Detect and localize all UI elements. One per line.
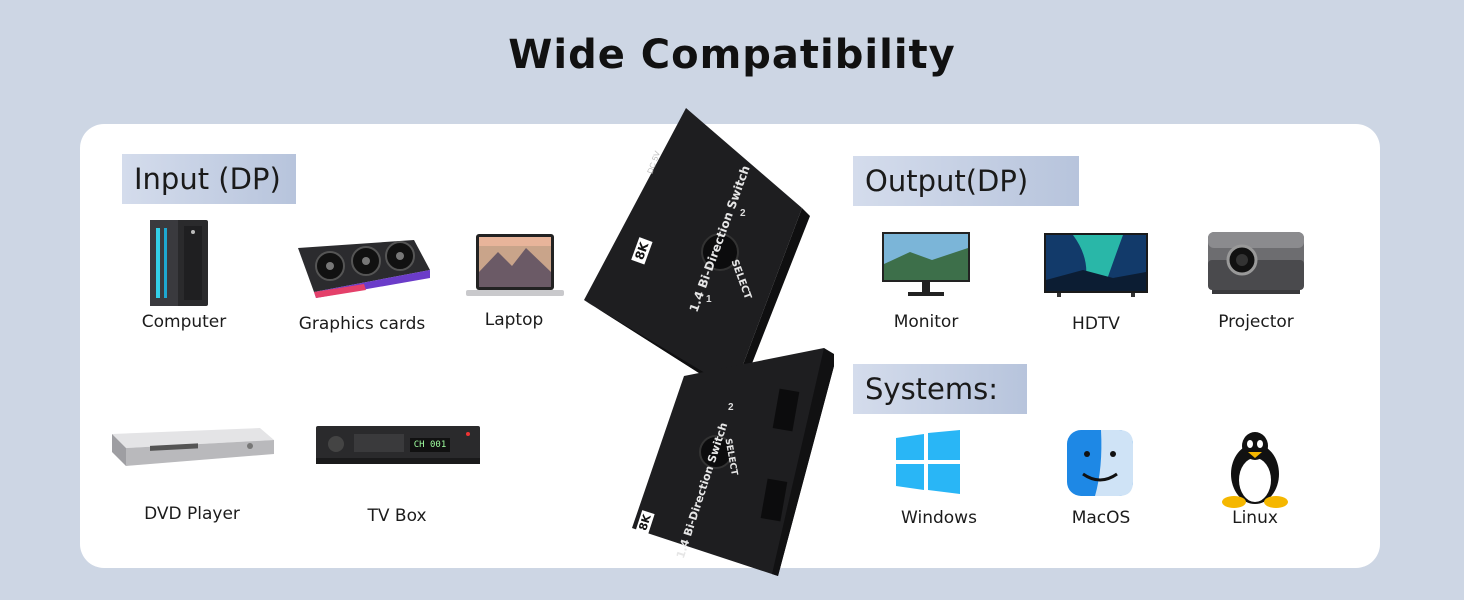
linux-tux-icon xyxy=(1220,430,1290,510)
device-graphics-card: Graphics cards xyxy=(292,230,432,340)
device-label: TV Box xyxy=(367,506,427,526)
device-monitor: Monitor xyxy=(874,228,978,336)
device-label: Graphics cards xyxy=(298,314,426,334)
hdtv-icon xyxy=(1043,232,1149,298)
systems-section-tag: Systems: xyxy=(853,364,1027,414)
device-label: HDTV xyxy=(1072,314,1120,334)
input-section-tag: Input (DP) xyxy=(122,154,296,204)
product-switch-bottom: 1.4 Bi-Direction Switch 8K SELECT 2 xyxy=(628,346,838,580)
system-label: Linux xyxy=(1232,508,1278,528)
port2-label-top: 2 xyxy=(740,208,746,219)
windows-logo-icon xyxy=(894,430,962,496)
device-label: Computer xyxy=(141,312,227,332)
device-hdtv: HDTV xyxy=(1040,228,1152,338)
system-label: MacOS xyxy=(1071,508,1131,528)
device-computer: Computer xyxy=(128,216,240,336)
dvd-player-icon xyxy=(110,426,276,468)
device-laptop: Laptop xyxy=(460,230,568,334)
system-windows: Windows xyxy=(884,428,994,532)
macos-finder-icon xyxy=(1065,428,1135,498)
device-dvd-player: DVD Player xyxy=(108,424,276,530)
monitor-icon xyxy=(880,230,972,300)
device-label: Projector xyxy=(1218,312,1294,332)
computer-tower-icon xyxy=(148,218,210,308)
port1-label-top: 1 xyxy=(706,294,712,305)
device-label: Laptop xyxy=(484,310,544,330)
device-label: DVD Player xyxy=(144,504,240,524)
system-label: Windows xyxy=(901,508,977,528)
system-macos: MacOS xyxy=(1058,428,1144,532)
output-section-tag: Output(DP) xyxy=(853,156,1079,206)
device-tv-box: CH 001 TV Box xyxy=(312,424,482,532)
device-label: Monitor xyxy=(893,312,959,332)
system-linux: Linux xyxy=(1208,428,1302,532)
graphics-card-icon xyxy=(294,234,434,300)
tv-box-display: CH 001 xyxy=(413,440,447,450)
tv-box-icon xyxy=(314,424,482,466)
projector-icon xyxy=(1206,230,1306,298)
device-projector: Projector xyxy=(1204,228,1308,336)
page-title: Wide Compatibility xyxy=(508,32,956,78)
port2-label-bottom: 2 xyxy=(728,402,734,413)
laptop-icon xyxy=(464,232,566,304)
product-switch-top: 1.4 Bi-Direction Switch 8K SELECT 1 2 DC… xyxy=(580,104,810,394)
